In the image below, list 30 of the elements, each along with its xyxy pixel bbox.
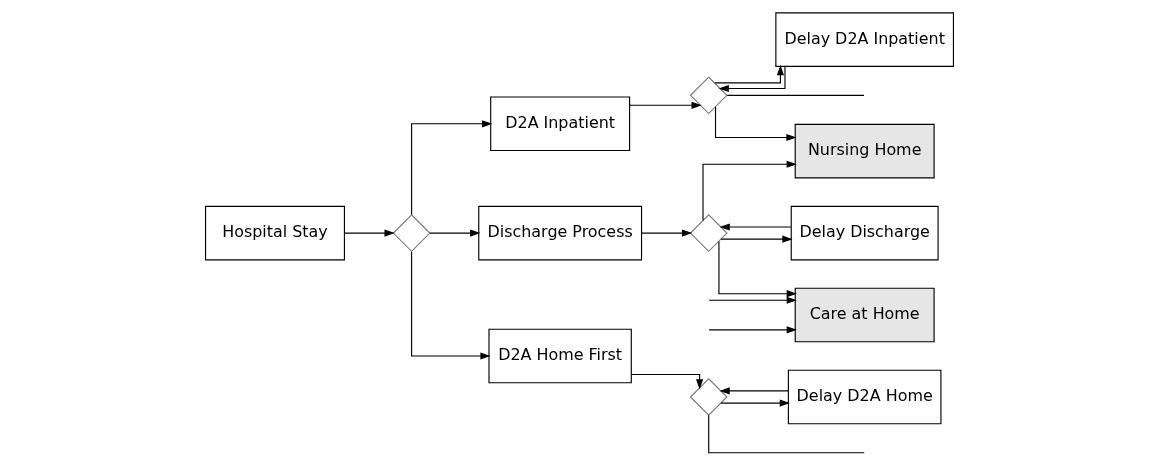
arrow — [719, 223, 791, 231]
arrow — [701, 160, 797, 221]
arrow — [713, 65, 784, 84]
node-box: Delay D2A Home — [787, 369, 941, 425]
connector — [707, 414, 865, 454]
arrow — [719, 399, 790, 407]
node-box: Nursing Home — [794, 123, 935, 179]
arrow — [410, 120, 492, 216]
arrow — [343, 229, 395, 237]
connector — [726, 94, 865, 96]
arrow — [628, 101, 702, 109]
arrow — [410, 251, 491, 360]
node-box: Care at Home — [794, 287, 935, 343]
arrow — [428, 229, 480, 237]
node-diamond — [392, 214, 431, 253]
arrow — [719, 387, 789, 395]
node-box: D2A Home First — [487, 328, 632, 384]
arrow — [714, 106, 797, 142]
arrow — [718, 65, 786, 93]
node-box: D2A Inpatient — [489, 96, 630, 152]
arrow — [708, 326, 797, 334]
arrow — [717, 240, 797, 304]
node-box: Delay D2A Inpatient — [774, 12, 954, 67]
arrow — [640, 229, 692, 237]
node-box: Delay Discharge — [790, 205, 939, 261]
arrow — [719, 235, 793, 243]
arrow — [630, 373, 703, 390]
node-box: Hospital Stay — [204, 205, 345, 261]
arrow — [708, 290, 797, 304]
node-box: Discharge Process — [477, 205, 642, 261]
